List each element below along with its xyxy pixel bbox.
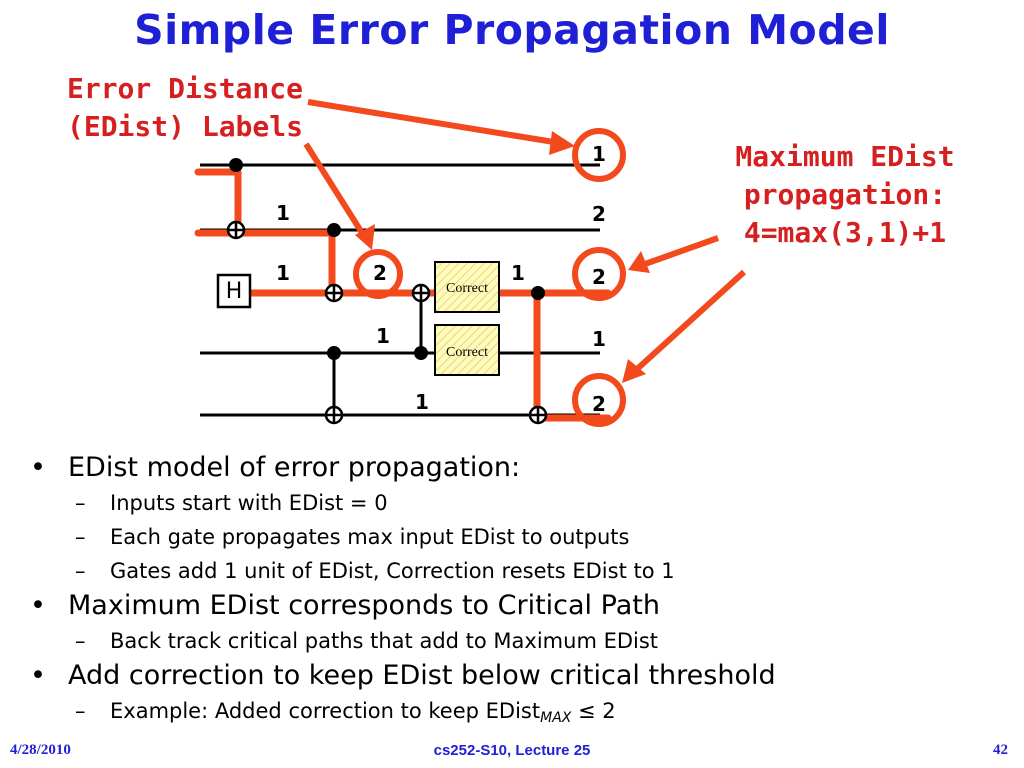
edist-label: 2 — [592, 265, 606, 289]
hadamard-gate: H — [216, 273, 252, 309]
footer-date: 4/28/2010 — [10, 742, 71, 758]
footer-course: cs252-S10, Lecture 25 — [433, 742, 591, 759]
edist-label: 1 — [592, 142, 606, 166]
bullet-item: • Maximum EDist corresponds to Critical P… — [30, 588, 1010, 624]
control-dot — [327, 223, 341, 237]
svg-text:Correct: Correct — [446, 345, 488, 360]
bullet-text: Add correction to keep EDist below criti… — [68, 660, 776, 691]
callout-line: Maximum EDist — [735, 140, 955, 173]
sub-bullet-item: –Example: Added correction to keep EDist… — [30, 694, 1010, 735]
edist-label: 1 — [592, 327, 606, 351]
edist-label: 2 — [592, 392, 606, 416]
bullet-item: • Add correction to keep EDist below crit… — [30, 658, 1010, 694]
arrow — [643, 235, 720, 267]
sub-bullet-text: Gates add 1 unit of EDist, Correction re… — [110, 559, 675, 583]
callout-line: 4=max(3,1)+1 — [743, 216, 947, 249]
callout-line: (EDist) Labels — [66, 110, 303, 143]
arrow — [633, 269, 747, 373]
control-dot — [414, 346, 428, 360]
edist-label: 2 — [373, 261, 387, 285]
control-dots — [229, 158, 545, 360]
cnot-target — [324, 283, 344, 303]
cnot-target — [528, 405, 548, 425]
edist-label: 2 — [592, 202, 606, 226]
target-symbols — [226, 220, 548, 425]
dash-symbol: – — [75, 699, 86, 723]
subscript-max: MAX — [540, 710, 572, 726]
bullet-symbol: • — [30, 660, 46, 691]
sub-bullet-text: Each gate propagates max input EDist to … — [110, 525, 630, 549]
correction-block: Correct — [434, 324, 500, 376]
bullet-text: EDist model of error propagation: — [68, 452, 521, 483]
footer-page-number: 42 — [993, 742, 1008, 758]
bullet-text: Maximum EDist corresponds to Critical Pa… — [68, 590, 660, 621]
dash-symbol: – — [75, 491, 86, 515]
svg-text:Correct: Correct — [446, 281, 488, 296]
bullet-symbol: • — [30, 452, 46, 483]
arrow — [307, 99, 561, 146]
sub-bullet-text: Back track critical paths that add to Ma… — [110, 629, 659, 653]
edist-label: 1 — [276, 201, 290, 225]
callout-line: propagation: — [743, 178, 947, 211]
control-dot — [531, 286, 545, 300]
sub-bullet-text: Inputs start with EDist = 0 — [110, 491, 388, 515]
dash-symbol: – — [75, 559, 86, 583]
sub-bullet-item: –Each gate propagates max input EDist to… — [30, 520, 1010, 554]
bullet-item: • EDist model of error propagation: — [30, 450, 1010, 486]
edist-labels-callout: Error Distance (EDist) Labels — [40, 70, 330, 146]
edist-label: 1 — [276, 261, 290, 285]
circuit-diagram: H Correct Correct 1 1 2 1 2 1 2 1 1 — [194, 99, 747, 427]
control-dot — [327, 346, 341, 360]
control-dot — [229, 158, 243, 172]
highlight-circle — [353, 249, 403, 299]
edist-label: 1 — [415, 390, 429, 414]
max-edist-callout: Maximum EDist propagation: 4=max(3,1)+1 — [700, 138, 990, 252]
callout-line: Error Distance — [66, 72, 303, 105]
callout-arrows — [303, 99, 747, 383]
bullet-list: •EDist model of error propagation: –Inpu… — [30, 450, 1010, 735]
arrow — [303, 142, 367, 238]
highlight-circle — [572, 128, 626, 182]
svg-text:H: H — [226, 279, 243, 304]
edist-labels: 1 1 2 1 2 1 2 1 1 1 2 — [276, 142, 606, 416]
edist-label: 1 — [376, 324, 390, 348]
error-propagation-path — [194, 168, 612, 422]
bullet-symbol: • — [30, 590, 46, 621]
highlight-circle — [572, 373, 626, 427]
edist-label: 1 — [511, 261, 525, 285]
cnot-target — [226, 220, 246, 240]
slide-title: Simple Error Propagation Model — [134, 6, 890, 54]
correction-block: Correct — [434, 261, 500, 313]
sub-bullet-text: Example: Added correction to keep EDistM… — [110, 699, 616, 726]
cnot-target — [324, 405, 344, 425]
dash-symbol: – — [75, 525, 86, 549]
sub-bullet-item: –Inputs start with EDist = 0 — [30, 486, 1010, 520]
sub-bullet-item: –Back track critical paths that add to M… — [30, 624, 1010, 658]
highlight-circle — [572, 247, 626, 301]
dash-symbol: – — [75, 629, 86, 653]
cnot-target — [411, 283, 431, 303]
sub-bullet-item: –Gates add 1 unit of EDist, Correction r… — [30, 554, 1010, 588]
highlight-circles — [353, 128, 626, 427]
